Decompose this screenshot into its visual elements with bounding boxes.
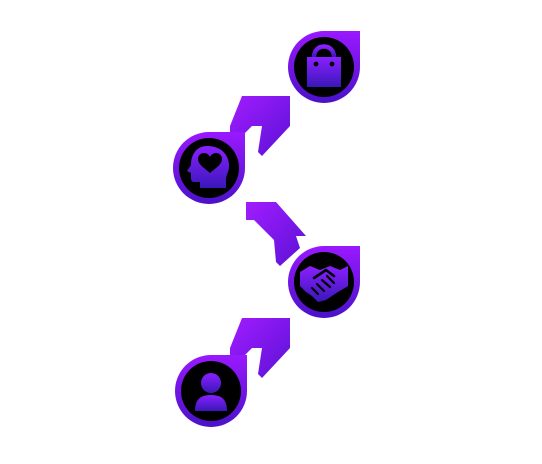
chevron-arrow-icon — [230, 318, 290, 378]
node-bag — [288, 31, 360, 103]
node-deal — [288, 246, 360, 318]
node-mind — [173, 132, 245, 204]
connector-deal-to-mind — [246, 202, 306, 266]
chevron-arrow-icon — [246, 202, 306, 266]
user-icon — [195, 373, 227, 411]
head-heart-icon — [187, 146, 230, 188]
chevron-arrow-icon — [230, 96, 290, 156]
connector-person-to-deal — [230, 318, 290, 378]
shopping-bag-icon — [307, 44, 341, 87]
node-person — [175, 355, 247, 427]
connector-mind-to-bag — [230, 96, 290, 156]
handshake-icon — [300, 266, 348, 302]
